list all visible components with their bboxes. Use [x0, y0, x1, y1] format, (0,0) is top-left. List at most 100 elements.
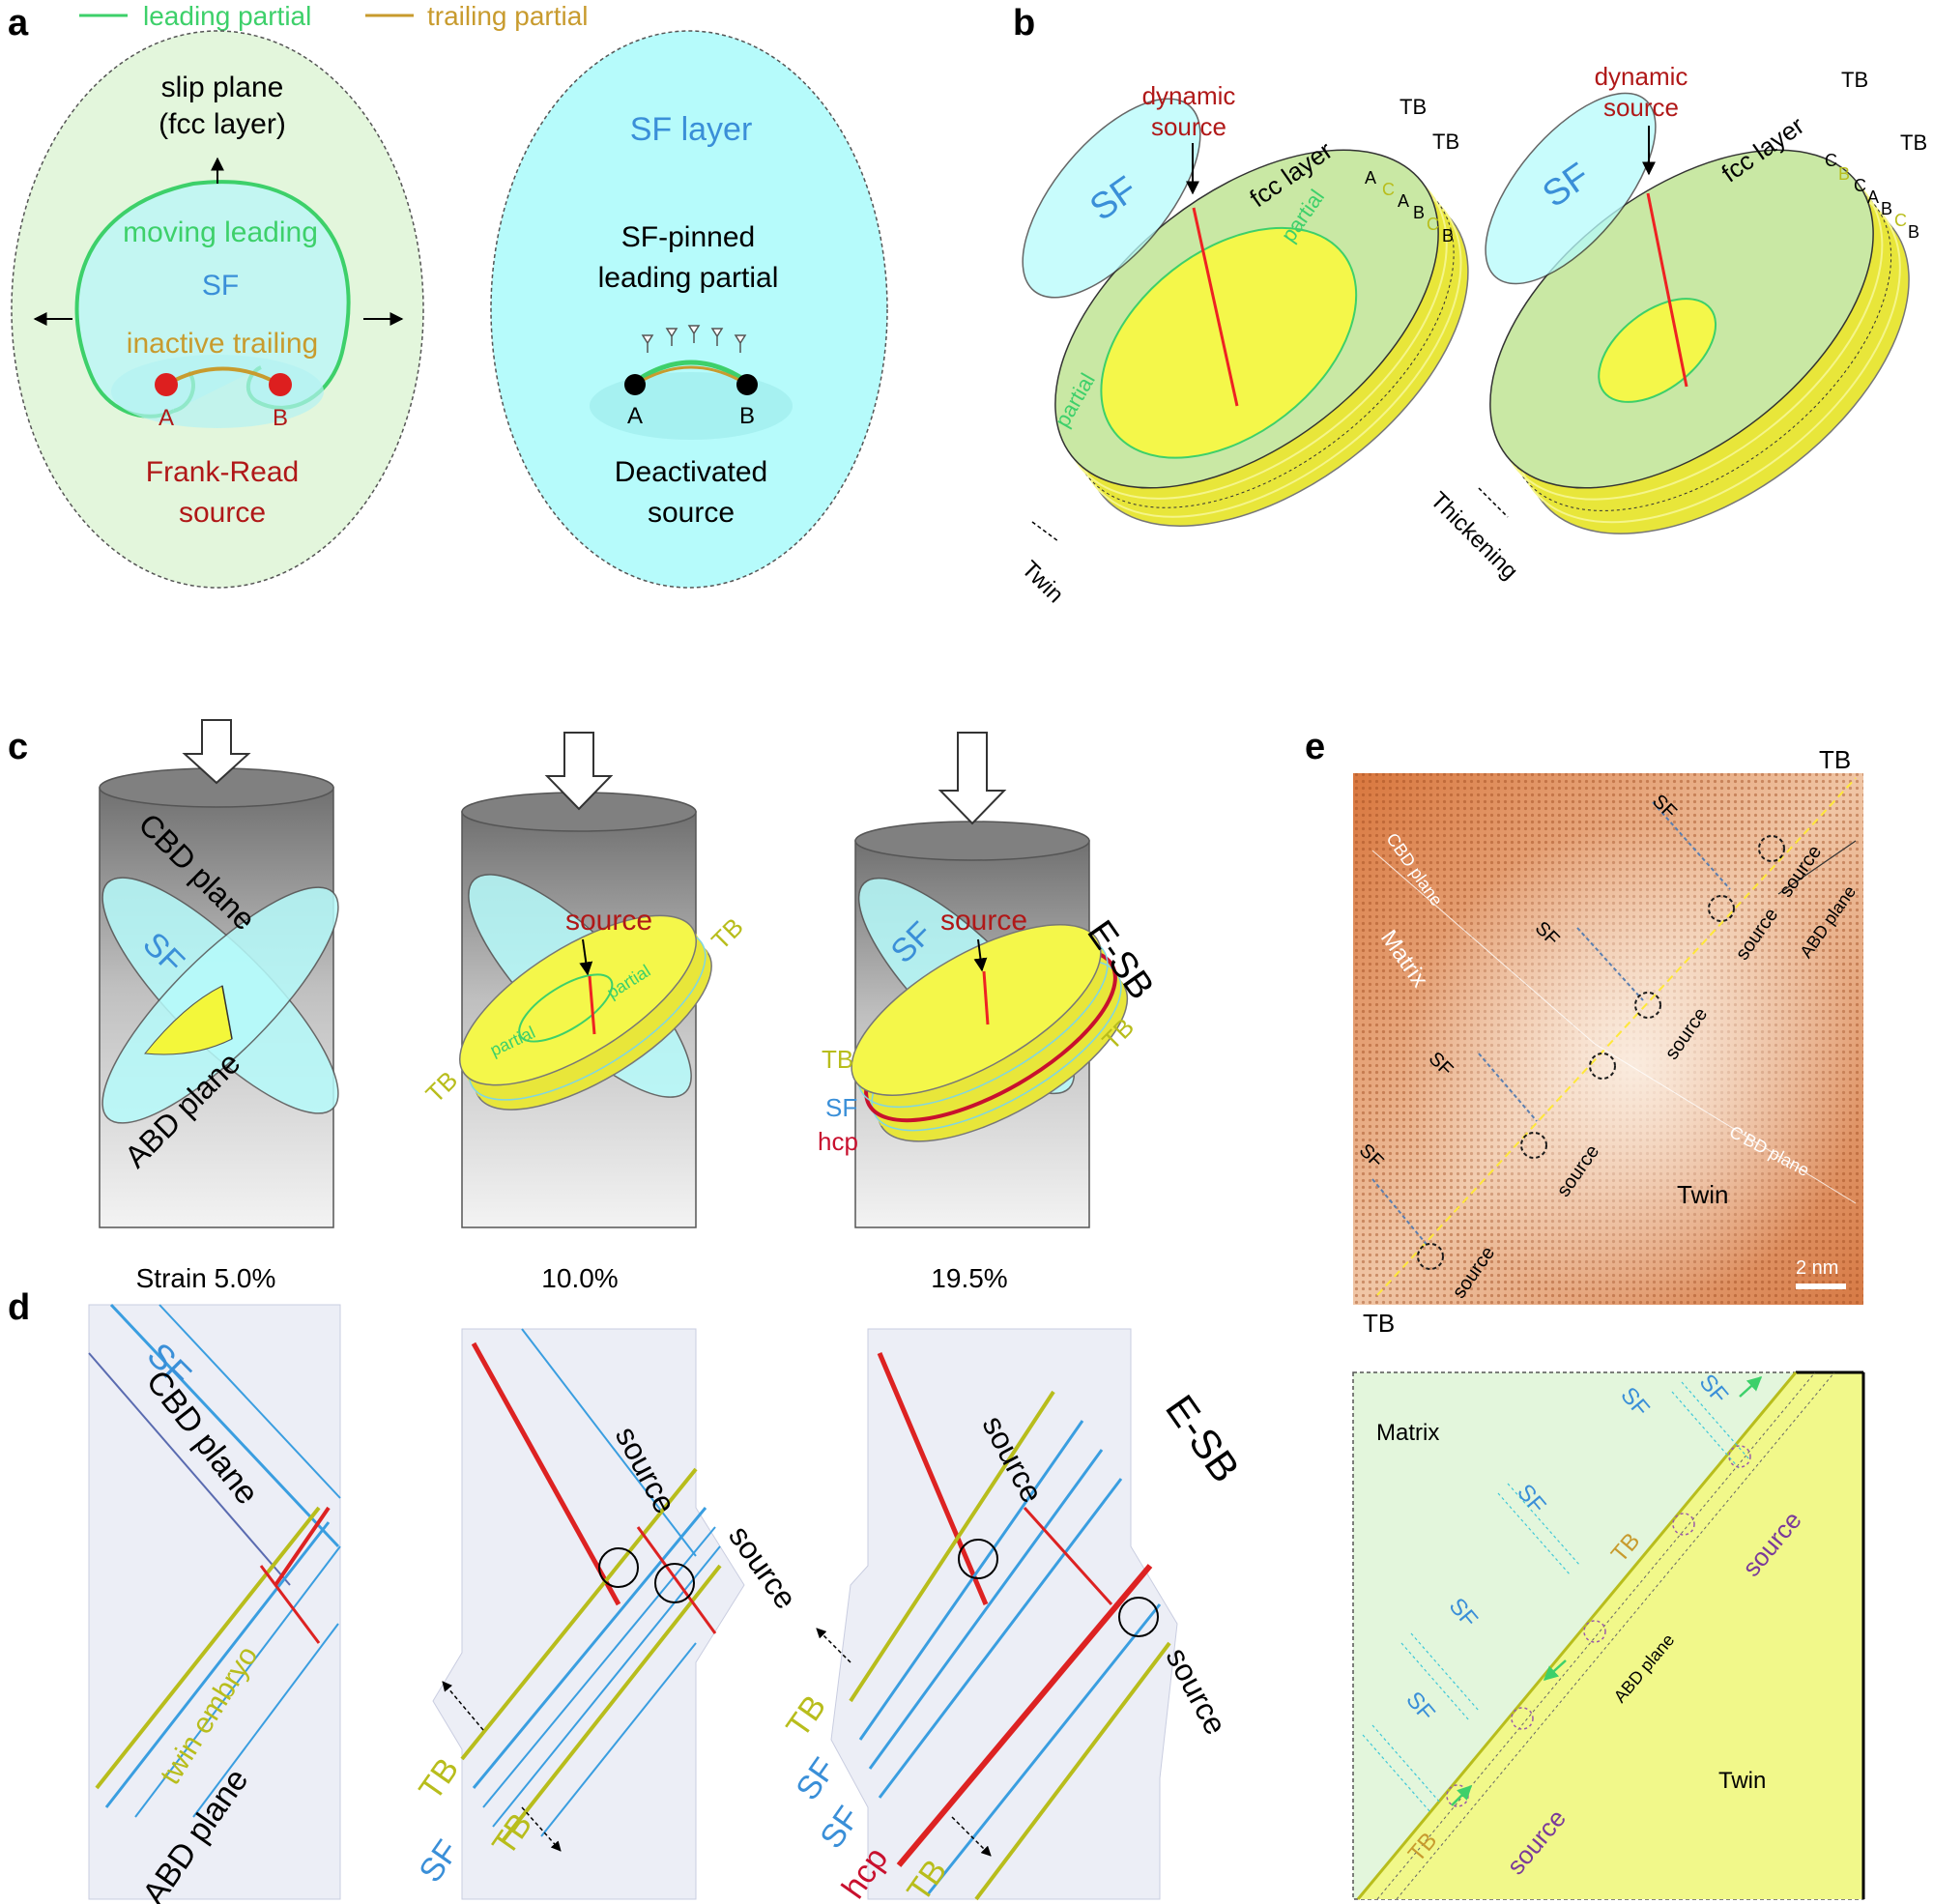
sf-trace — [521, 1328, 697, 1557]
abd-trace-hrtem — [1777, 840, 1857, 895]
partial-motion-arrow — [1451, 1784, 1473, 1806]
strain-label-3: 19.5% — [931, 1263, 1007, 1293]
deact-pin-b — [736, 374, 758, 395]
tb-label-d2a: TB — [412, 1751, 466, 1806]
sf-plane-right — [1485, 92, 1657, 285]
tb-right-1: TB — [1841, 68, 1868, 92]
pin-icon — [641, 334, 654, 353]
stack-letter: B — [1838, 164, 1850, 184]
stack-letter: C — [1427, 215, 1439, 234]
pinned-leading-arc — [633, 360, 749, 385]
source-circle-2 — [654, 1563, 695, 1603]
tb-top-label: TB — [1819, 745, 1851, 774]
dynamic-source-right-1: dynamic — [1595, 62, 1688, 91]
cylinder-3-top — [854, 821, 1090, 861]
source-circle — [1634, 992, 1661, 1019]
source-circle — [1520, 1132, 1547, 1159]
sf-label-a: SF — [202, 270, 239, 302]
panel-letter-b: b — [1013, 3, 1035, 43]
source-arrow-2 — [579, 938, 593, 976]
partial-motion-arrow — [1543, 1659, 1567, 1682]
cylinder-3: source E-SB SF TB SF hcp TB 19.5% — [818, 732, 1162, 1293]
sf-trace — [88, 1352, 291, 1586]
sf-trace — [868, 1449, 1104, 1770]
sf-label-d3a: SF — [789, 1751, 843, 1806]
sf-trace — [472, 1507, 707, 1789]
load-arrow-1 — [182, 719, 251, 785]
schematic-e: Matrix Twin ABD plane SF SF SF SF SF TB … — [1352, 1370, 1865, 1900]
pin-icons — [641, 325, 747, 353]
panel-a: a leading partial trailing partial slip … — [8, 1, 888, 589]
stack-right: C B C A B C B — [1825, 151, 1919, 242]
deactivated-label-1: Deactivated — [615, 456, 767, 488]
pin-icon — [687, 325, 701, 343]
abd-trace — [134, 1545, 341, 1818]
hcp-trace — [877, 1352, 989, 1605]
hcp-trace — [1023, 1506, 1113, 1606]
moving-leading-label: moving leading — [123, 216, 318, 248]
schematic-abd-line — [1396, 1371, 1835, 1900]
stack-letter: B — [1908, 222, 1919, 242]
source-line-2 — [588, 975, 596, 1035]
thickening-label: Thickening — [1426, 487, 1523, 585]
cbd-trace — [1371, 850, 1596, 1045]
source-circle-1 — [598, 1547, 639, 1588]
schematic-sf — [1497, 1492, 1572, 1576]
sf-layer-oval — [490, 30, 888, 589]
disk-left-partial-loop — [1100, 226, 1358, 459]
sf-layer-label: SF layer — [630, 111, 753, 148]
abd-trace — [104, 1521, 331, 1808]
sf-traces-hrtem — [1371, 801, 1731, 1248]
strain-label-1: Strain 5.0% — [136, 1263, 276, 1293]
deactivated-glow — [590, 372, 793, 440]
panel-b: b dynamic source SF fcc layer partial pa… — [1013, 3, 1927, 608]
hrtem-image: TB TB CBD plane Matrix ABD plane C'BD pl… — [1353, 745, 1863, 1338]
twin-disk-3 — [851, 924, 1129, 1142]
schematic-sf-lines — [1362, 1381, 1750, 1813]
schematic-source-circle — [1511, 1707, 1534, 1730]
source-line-3 — [982, 970, 990, 1025]
pin-a-label: A — [159, 405, 174, 431]
tb-left-1: TB — [1399, 95, 1427, 119]
source-label-c3: source — [940, 905, 1027, 937]
sf-trace — [926, 1603, 1162, 1895]
deact-a-label: A — [627, 403, 643, 429]
dynamic-source-line-left — [1192, 207, 1239, 407]
stack-letter: B — [1413, 203, 1425, 222]
hcp-trace — [259, 1565, 321, 1644]
dynamic-source-left-1: dynamic — [1142, 81, 1236, 110]
stack-letter: C — [1382, 180, 1395, 199]
tb-right-2: TB — [1900, 130, 1927, 155]
tb-trace-hrtem — [1376, 777, 1857, 1296]
tb-trace — [974, 1641, 1171, 1901]
schematic-source-circle — [1583, 1620, 1606, 1643]
schematic-source-circle — [1728, 1445, 1751, 1468]
trailing-partial-arc — [165, 366, 281, 387]
thickening-bracket — [1478, 487, 1509, 518]
legend: leading partial trailing partial — [79, 1, 589, 31]
source-circle — [1758, 835, 1785, 862]
esb-label-d: E-SB — [1157, 1387, 1249, 1490]
hcp-label-c3: hcp — [818, 1127, 858, 1156]
source-circle — [1708, 895, 1735, 922]
tb-left-c2: TB — [419, 1065, 463, 1109]
sf-trace — [878, 1478, 1123, 1799]
md-sample-1: SF CBD plane twin embryo ABD plane — [88, 1303, 341, 1904]
panel-letter-d: d — [8, 1287, 30, 1328]
pin-a — [155, 373, 178, 396]
panel-c: c CBD plane SF ABD plane Strain 5.0% — [8, 719, 1162, 1293]
twin-embryo-trace — [95, 1506, 321, 1790]
dynamic-source-right-2: source — [1603, 93, 1679, 122]
disk-right-loop — [1598, 298, 1717, 403]
tb-motion-arrow — [521, 1806, 562, 1852]
scale-bar-label: 2 nm — [1796, 1257, 1838, 1279]
hcp-trace — [896, 1564, 1153, 1867]
hcp-trace — [471, 1341, 621, 1606]
tb-motion-arrow — [816, 1628, 851, 1663]
slip-plane-label-1: slip plane — [161, 72, 284, 103]
abd-trace — [192, 1623, 339, 1818]
pin-icon — [665, 328, 678, 346]
sf-pinned-label-1: SF-pinned — [621, 221, 755, 253]
pinned-trailing-arc — [634, 365, 748, 387]
strain-label-2: 10.0% — [541, 1263, 618, 1293]
